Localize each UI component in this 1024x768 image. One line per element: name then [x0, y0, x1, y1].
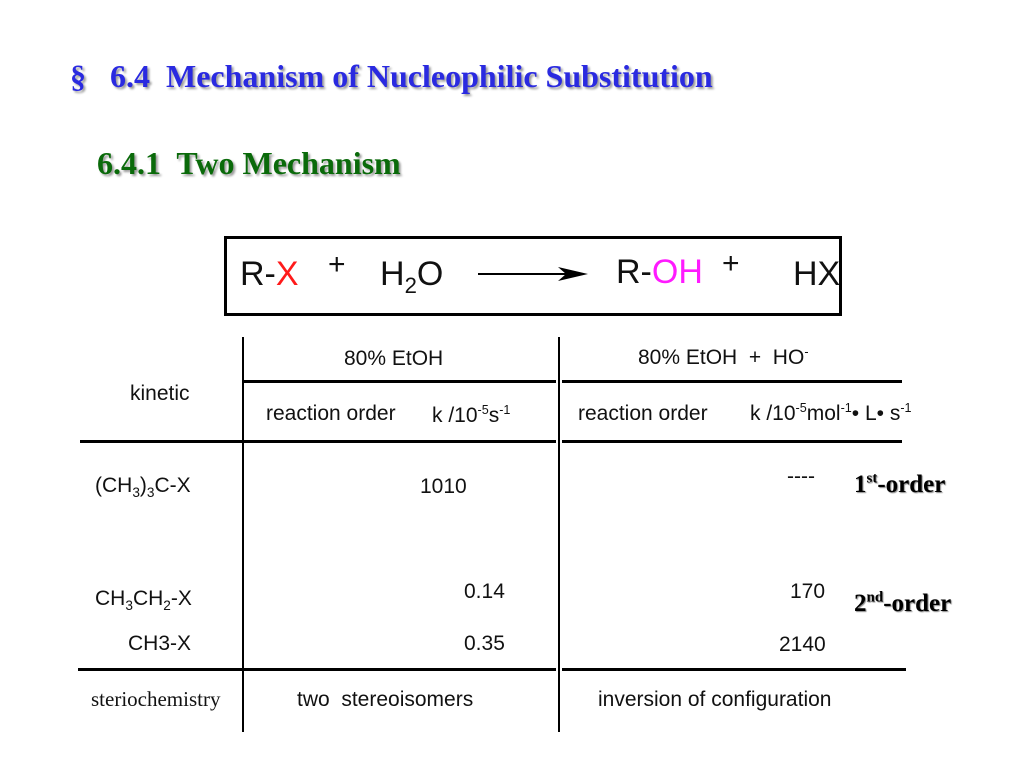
table-hline-main-2	[562, 440, 902, 443]
row1-sub-a: (CH	[95, 474, 133, 497]
section-symbol: §	[70, 58, 86, 94]
first-order-num: 1	[854, 471, 867, 498]
col1-order-label: reaction order	[266, 402, 396, 425]
row2-sub-e: -X	[170, 587, 192, 610]
col2-k-label: k /10-5mol-1• L• s-1	[750, 402, 912, 426]
table-vline-1	[242, 337, 244, 732]
col2-k-dot2: •	[876, 402, 885, 425]
table-row-1-v1: 1010	[420, 475, 467, 498]
table-hline-bottom-1	[78, 668, 556, 671]
second-order-note: 2nd-order	[854, 590, 951, 618]
table-row-1-substrate: (CH3)3C-X	[95, 474, 191, 501]
col1-title: 80% EtOH	[344, 347, 444, 370]
row2-sub-b: 3	[125, 598, 133, 614]
table-hline-main-1	[80, 440, 556, 443]
stereochemistry-label: steriochemistry	[91, 687, 221, 711]
col1-k-unit: s	[488, 404, 500, 427]
row2-sub-d: 2	[163, 598, 171, 614]
table-vline-2	[558, 337, 560, 732]
col2-k-s: s	[884, 402, 901, 425]
row2-sub-a: CH	[95, 587, 126, 610]
table-hline-header-2	[562, 380, 902, 383]
first-order-sup: st	[866, 470, 878, 487]
col2-k-exp: -5	[795, 401, 807, 415]
table-row-3-v1: 0.35	[464, 632, 505, 655]
row1-sub-c: )	[139, 474, 147, 497]
col1-k-label: k /10-5s-1	[432, 404, 510, 428]
row1-sub-e: C-X	[154, 474, 191, 497]
table-hline-bottom-2	[562, 668, 906, 671]
table-row-2-v1: 0.14	[464, 580, 505, 603]
water-formula: H2O	[380, 255, 444, 296]
kinetic-label: kinetic	[130, 382, 190, 405]
reaction-equation-box	[224, 236, 842, 316]
col2-title: 80% EtOH + HO-	[638, 346, 809, 370]
first-order-text: -order	[877, 471, 946, 498]
stereo-col1: two stereoisomers	[297, 688, 474, 711]
row1-sub-d: 3	[146, 485, 155, 501]
table-row-2-substrate: CH3CH2-X	[95, 587, 192, 614]
water-h: H	[380, 255, 405, 293]
col2-k-mol-exp: -1	[840, 401, 852, 415]
col2-title-sup: -	[804, 345, 809, 359]
reactant-x: X	[275, 255, 299, 293]
product-roh: R-OH	[616, 253, 703, 292]
water-subscript: 2	[404, 272, 417, 298]
water-o: O	[416, 255, 444, 293]
col2-k-base: k /10	[750, 402, 796, 425]
reactant-rx: R-X	[240, 255, 299, 294]
col1-k-exp: -5	[477, 403, 489, 417]
slide-subtitle: 6.4.1 Two Mechanism	[97, 145, 401, 181]
reactant-r: R-	[240, 255, 276, 293]
slide-title: § 6.4 Mechanism of Nucleophilic Substitu…	[70, 58, 713, 95]
col2-k-s-exp: -1	[900, 401, 912, 415]
first-order-note: 1st-order	[854, 471, 945, 499]
second-order-sup: nd	[866, 589, 884, 606]
col2-k-dot1: •	[851, 402, 860, 425]
table-row-3-v2: 2140	[779, 633, 826, 656]
col2-title-text: 80% EtOH + HO	[638, 346, 805, 369]
col1-k-base: k /10	[432, 404, 478, 427]
table-row-2-v2: 170	[790, 580, 826, 603]
row1-sub-b: 3	[132, 485, 140, 501]
row2-sub-c: CH	[132, 587, 164, 610]
table-row-3-substrate: CH3-X	[128, 632, 192, 655]
col2-k-mol: mol	[806, 402, 841, 425]
product-r: R-	[616, 253, 652, 291]
col2-k-l: L	[859, 402, 877, 425]
table-row-1-v2: ----	[787, 465, 815, 488]
plus-sign-2: +	[722, 247, 740, 280]
product-oh: OH	[651, 253, 703, 291]
reaction-arrow-icon	[478, 267, 588, 281]
stereo-col2: inversion of configuration	[598, 688, 832, 711]
second-order-num: 2	[854, 590, 867, 617]
slide-title-text: 6.4 Mechanism of Nucleophilic Substituti…	[110, 58, 713, 94]
product-hx: HX	[793, 255, 841, 293]
table-hline-header-1	[244, 380, 556, 383]
col1-k-unit-exp: -1	[499, 403, 511, 417]
plus-sign: +	[328, 248, 346, 281]
second-order-text: -order	[883, 590, 952, 617]
col2-order-label: reaction order	[578, 402, 708, 425]
